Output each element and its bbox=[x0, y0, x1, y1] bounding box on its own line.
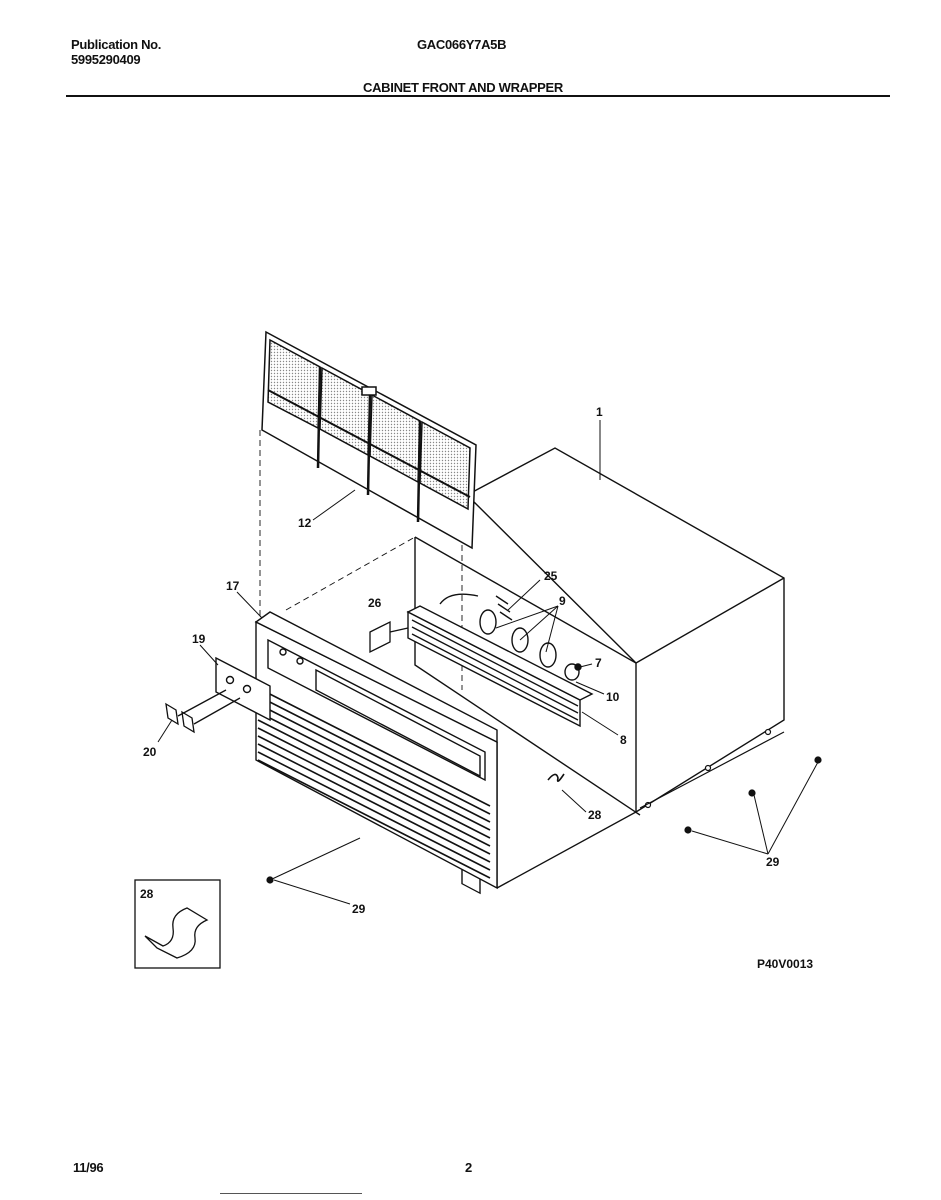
inset-box bbox=[134, 879, 221, 969]
callout-28-inset: 28 bbox=[140, 887, 154, 901]
callout-26: 26 bbox=[368, 596, 382, 610]
control-panel bbox=[215, 656, 271, 722]
clip-part bbox=[369, 620, 409, 654]
bracket-on-cabinet bbox=[547, 773, 565, 782]
air-filter bbox=[261, 330, 477, 550]
diagram-code: P40V0013 bbox=[757, 957, 813, 971]
footer-date: 11/96 bbox=[73, 1160, 104, 1175]
callout-10: 10 bbox=[606, 690, 620, 704]
callout-8: 8 bbox=[620, 733, 627, 747]
callout-12: 12 bbox=[298, 516, 312, 530]
callout-9: 9 bbox=[559, 594, 566, 608]
callout-19: 19 bbox=[192, 632, 206, 646]
callout-25: 25 bbox=[544, 569, 558, 583]
callout-29-side: 29 bbox=[766, 855, 780, 869]
control-knobs bbox=[165, 689, 241, 734]
callout-1: 1 bbox=[596, 405, 603, 419]
leader-lines bbox=[157, 420, 819, 905]
callout-29-front: 29 bbox=[352, 902, 366, 916]
callout-7: 7 bbox=[595, 656, 602, 670]
callout-20: 20 bbox=[143, 745, 157, 759]
header-rule bbox=[66, 95, 890, 97]
front-grille bbox=[254, 611, 498, 890]
page-number: 2 bbox=[465, 1160, 472, 1175]
publication-label: Publication No. bbox=[71, 37, 162, 52]
model-number: GAC066Y7A5B bbox=[417, 37, 507, 52]
callout-labels: 1 12 17 19 20 25 26 9 7 10 8 28 28 29 29 bbox=[140, 405, 780, 916]
screws bbox=[266, 728, 822, 884]
section-title: CABINET FRONT AND WRAPPER bbox=[363, 80, 564, 95]
callout-28-cabinet: 28 bbox=[588, 808, 602, 822]
publication-number: 5995290409 bbox=[71, 52, 141, 67]
bottom-rule bbox=[220, 1193, 362, 1194]
callout-17: 17 bbox=[226, 579, 240, 593]
